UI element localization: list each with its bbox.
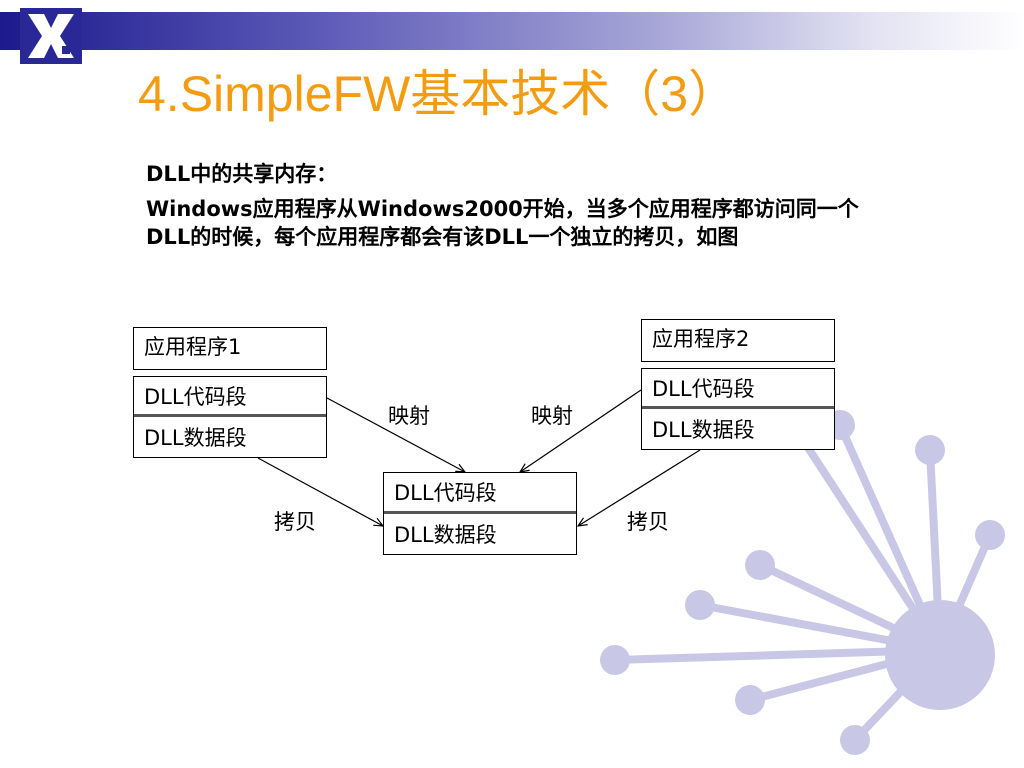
spoke-dot <box>735 685 765 715</box>
app1-code-segment: DLL代码段 <box>134 377 326 417</box>
map-arrow-left <box>326 397 465 472</box>
copy-arrow-left <box>257 457 383 526</box>
spoke-dot <box>915 435 945 465</box>
map-label-left: 映射 <box>388 404 430 428</box>
spoke-dot <box>745 550 775 580</box>
copy-label-right: 拷贝 <box>627 510 669 534</box>
header-bar <box>0 12 1024 50</box>
app2-data-segment: DLL数据段 <box>652 418 755 442</box>
shared-dll-box: DLL代码段 DLL数据段 <box>383 472 577 555</box>
spoke-dot <box>975 520 1005 550</box>
map-label-right: 映射 <box>531 404 573 428</box>
spoke-dot <box>840 725 870 755</box>
shared-code-segment: DLL代码段 <box>384 473 576 514</box>
copy-label-left: 拷贝 <box>274 510 316 534</box>
app1-name-box: 应用程序1 <box>133 327 327 370</box>
app2-name-box: 应用程序2 <box>641 319 835 362</box>
shared-data-segment: DLL数据段 <box>394 522 497 547</box>
slide-title: 4.SimpleFW基本技术（3） <box>138 66 739 122</box>
app1-data-segment: DLL数据段 <box>144 426 247 450</box>
app1-dll-box: DLL代码段 DLL数据段 <box>133 376 327 458</box>
spoke-dot <box>685 590 715 620</box>
x-logo-icon <box>20 8 82 64</box>
app2-name-label: 应用程序2 <box>652 327 750 351</box>
spoke-hub <box>885 600 995 710</box>
body-text: DLL中的共享内存： Windows应用程序从Windows2000开始，当多个… <box>146 160 866 251</box>
body-paragraph: Windows应用程序从Windows2000开始，当多个应用程序都访问同一个D… <box>146 197 859 249</box>
copy-arrow-right <box>578 449 701 526</box>
app2-code-segment: DLL代码段 <box>642 369 834 409</box>
map-arrow-right <box>520 389 642 472</box>
body-heading: DLL中的共享内存： <box>146 162 338 186</box>
app1-name-label: 应用程序1 <box>144 335 242 359</box>
app2-dll-box: DLL代码段 DLL数据段 <box>641 368 835 450</box>
spoke-dot <box>600 645 630 675</box>
